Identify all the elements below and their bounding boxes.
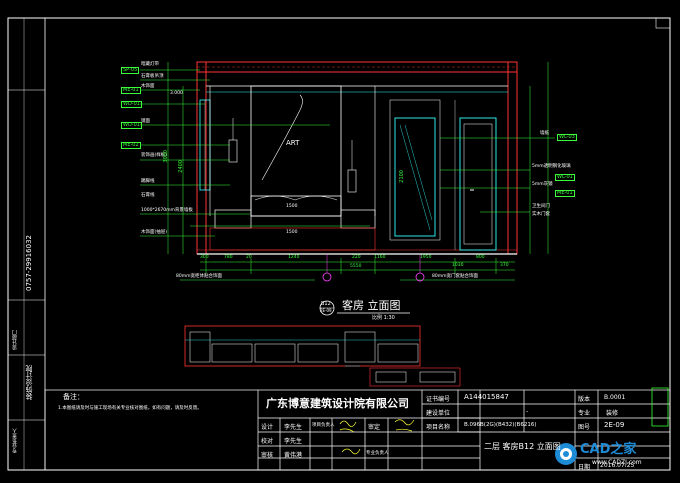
marker-page: 2E-09 [320,308,332,313]
rcallout-wl03: WL-03 [557,134,577,141]
stage-label: 版本 [578,396,591,403]
major-label: 专业 [578,410,591,417]
rannot-3: 卫生间门 [532,204,550,209]
bottom-dim-6: 1950 [420,255,432,260]
project-number: A144015847 [464,393,509,401]
annot-0: 暗藏灯带 [141,62,159,67]
total-width-dim: 5550 [350,264,362,269]
height-dim-3: 2100 [399,170,405,183]
side-label-1: 装饰设计院 [25,365,33,400]
left-leaders [140,69,370,237]
role-3: 项目负责人 [312,423,335,428]
drawing-scale: 比例 1:30 [372,315,395,321]
notes-title: 备注： [63,393,84,401]
person-2: 黄伟港 [284,452,303,459]
major: 装修 [606,410,619,417]
signature-3 [341,448,361,455]
bottom-note-right: 80mm宽门套贴合饰面 [432,274,478,279]
bottom-dim-1: 780 [224,255,233,260]
art-curve [261,94,303,181]
headboard-panel [250,85,342,217]
bottom-note-left: 80mm宽柜体贴合饰面 [176,274,222,279]
project-label: 项目名称 [426,424,451,431]
drawing-no-label: 图号 [578,424,591,431]
role-0: 设计 [261,424,274,431]
plan-strip [184,325,421,367]
annot-9: 木饰面(抽屉) [141,230,168,235]
date-label: 日期 [578,464,591,471]
callout-sp05: SP-05 [121,67,140,74]
title-block-frame [44,389,671,471]
right-leaders [440,137,555,213]
art-label: ART [286,139,300,147]
side-label-3: 专业负责人 [12,428,18,453]
bottom-dim-8: 1030 [452,263,464,268]
height-dim-2: 2400 [178,160,184,173]
annot-3: 3.000 [170,91,183,96]
callout-wd01-a: WD-01 [121,101,142,108]
drawing-no: 2E-09 [604,421,625,429]
watermark-url: www.CADZJ.com [592,459,642,466]
signature-1 [339,420,357,433]
callout-me01: ME-01 [121,87,141,94]
bottom-dim-0: 300 [200,255,209,260]
version: B.0001 [604,394,626,401]
project-name: B.096B(2G)(B432)(B6216) [464,422,537,428]
height-dim-1: 3000 [163,150,169,163]
build-unit-label: 建设单位 [426,410,451,417]
side-label-2: 设计部门 [12,330,18,350]
role-1: 校对 [261,438,274,445]
person-0: 李先生 [284,424,303,431]
rcallout-me01: ME-01 [555,190,575,197]
bathroom-door [459,117,497,251]
signature-2 [394,419,415,432]
callout-wd01-b: WD-01 [121,122,142,129]
annot-2: 木饰面 [141,84,155,89]
right-wall [507,61,518,255]
notes-text: 1.本图纸请及时与施工现场有关专业核对图纸，如有问题，请及时反馈。 [58,406,202,411]
watermark-brand: CAD之家 [580,442,637,457]
inner-dim-2: 1500 [286,230,298,235]
role-5: 专业负责人 [366,451,389,456]
bottom-dim-3: 1240 [288,255,300,260]
annot-7: 石膏线 [141,193,155,198]
bottom-dim-4: 220 [352,255,361,260]
left-wall [196,61,207,255]
rannot-2: 5mm灰镜 [532,182,553,187]
annot-5: 装饰画(样板) [141,153,168,158]
role-4: 审定 [368,424,381,431]
person-1: 李先生 [284,438,303,445]
drawing-title: 客房 立面图 [342,299,401,312]
rcallout-wl01: WL-01 [555,174,575,181]
drawing-name: 二层 客房B12 立面图 [484,442,561,451]
glass-panel [394,117,436,237]
build-unit: - [526,408,529,415]
right-nightstand [340,209,376,229]
phone-number: 0757-29916032 [25,235,33,291]
annot-4: 镜面 [141,119,150,124]
bottom-dim-2: 20 [246,255,252,260]
inner-dim-1: 1500 [286,204,298,209]
marker-code: B12 [321,301,331,307]
left-nightstand [214,209,252,229]
cert-label: 证书编号 [426,396,451,403]
annot-1: 石膏板吊顶 [141,74,164,79]
annot-8: 1000*2670mm背景墙板 [141,208,193,213]
company-name: 广东博意建筑设计院有限公司 [266,397,409,410]
date: 2016.07.25 [600,462,635,469]
rannot-4: 实木门套 [532,212,550,217]
rannot-0: 墙纸 [540,131,549,136]
bottom-dim-5: 1160 [374,255,386,260]
bottom-dim-9: 370 [500,263,509,268]
bed [250,195,342,217]
left-lamp [228,139,238,163]
right-lamp [347,169,357,193]
annot-6: 踢脚线 [141,179,155,184]
bottom-dim-7: 800 [476,255,485,260]
rannot-1: 5mm透明钢化玻璃 [532,164,571,169]
role-2: 审核 [261,452,274,459]
callout-me02: ME-02 [121,142,141,149]
